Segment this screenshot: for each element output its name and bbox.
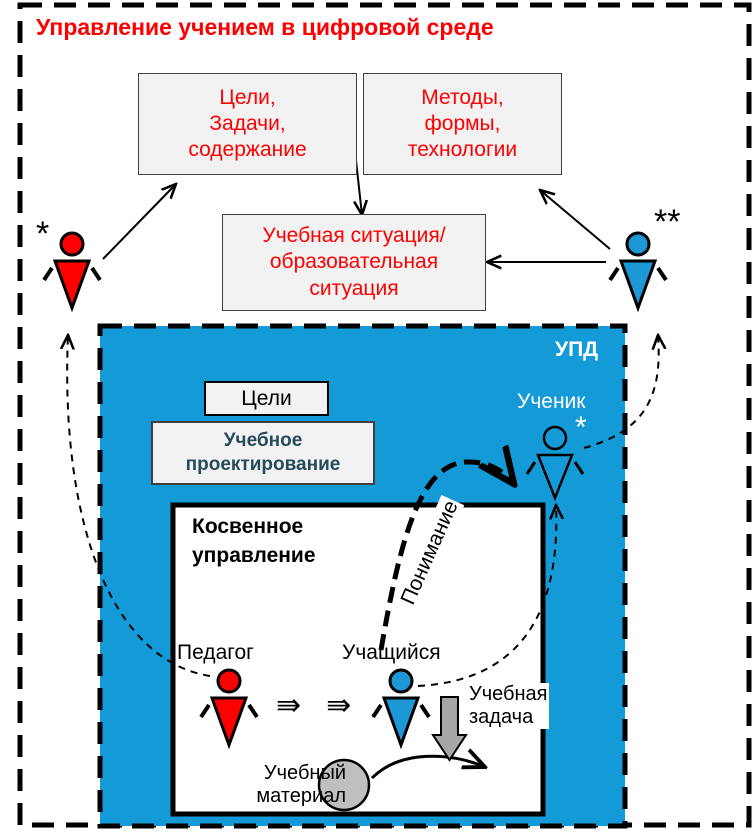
person-red-icon (42, 231, 102, 313)
situation-box: Учебная ситуация/ образовательная ситуац… (222, 214, 486, 311)
circle-material-icon (317, 758, 371, 812)
dashed-arrow-teacher-to-left-person (67, 335, 211, 677)
task-label: Учебная задача (467, 683, 550, 729)
goals-box: Цели, Задачи, содержание (138, 73, 357, 175)
upd-label: УПД (555, 338, 599, 361)
teacher-person-icon (199, 668, 259, 750)
material-arrow (370, 756, 485, 780)
star-right: ** (654, 203, 681, 241)
star-student: * (575, 411, 587, 444)
page-title: Управление учением в цифровой среде (36, 14, 494, 40)
teacher-label: Педагог (177, 641, 254, 664)
arrow-left-person-to-goals (102, 184, 176, 260)
upd-goals-box: Цели (204, 381, 329, 416)
person-blue-icon (608, 231, 668, 313)
person-outline-icon (525, 425, 585, 502)
student-label: Ученик (517, 390, 586, 413)
learner-label: Учащийся (342, 641, 441, 664)
material-label: Учебный материал (256, 762, 346, 807)
star-left: * (36, 215, 50, 253)
dashed-arrow-student-to-right-person (583, 335, 659, 449)
indirect-control-title: Косвенное управление (192, 515, 316, 568)
down-arrow-icon (431, 696, 468, 762)
arrow-right-person-to-methods (540, 190, 611, 250)
learner-person-icon (371, 668, 431, 750)
design-box: Учебное проектирование (151, 421, 375, 485)
implication-arrows: ⇛ ⇛ (276, 689, 352, 722)
understanding-curve (378, 462, 514, 651)
dashed-arrow-learner-to-student (417, 505, 556, 687)
methods-box: Методы, формы, технологии (363, 73, 562, 175)
